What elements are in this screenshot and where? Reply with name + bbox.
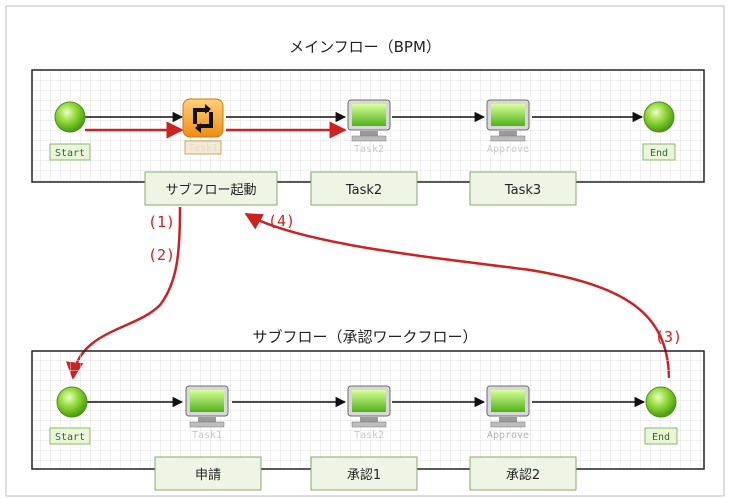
- main-end-label-bg: [642, 143, 676, 161]
- sub-approve-label: Approve: [487, 430, 529, 441]
- sub-start-node[interactable]: Start: [49, 386, 91, 445]
- end-icon: [645, 386, 677, 418]
- annotation-step3: (3): [655, 328, 682, 346]
- call-subflow-arrow: [65, 206, 182, 380]
- main-start-label: Start: [55, 148, 85, 159]
- main-box-subflow-launch[interactable]: サブフロー起動: [144, 171, 278, 206]
- sub-approve-node[interactable]: Approve: [486, 385, 530, 441]
- sub-box-bg: [469, 456, 577, 491]
- main-box-bg: [310, 171, 418, 206]
- main-start-label-bg: [49, 143, 91, 161]
- main-box-label: Task2: [345, 183, 382, 198]
- main-task1-label: Task1: [188, 143, 218, 154]
- annotation-step2: (2): [148, 246, 175, 264]
- sub-box-request[interactable]: 申請: [154, 456, 262, 491]
- main-box-task2[interactable]: Task2: [310, 171, 418, 206]
- sub-task2-node[interactable]: Task2: [347, 385, 391, 441]
- main-task2-node[interactable]: Task2: [347, 99, 391, 155]
- main-end-node[interactable]: End: [642, 101, 676, 161]
- sub-box-label: 承認2: [506, 467, 540, 483]
- sub-task1-node[interactable]: Task1: [185, 385, 229, 441]
- main-approve-node[interactable]: Approve: [486, 99, 530, 155]
- subflow-task-icon: [182, 98, 224, 138]
- main-box-task3[interactable]: Task3: [469, 171, 577, 206]
- main-flow-title: メインフロー（BPM）: [289, 38, 441, 56]
- sub-start-label: Start: [55, 432, 85, 443]
- sub-end-node[interactable]: End: [644, 386, 678, 445]
- sub-flow-title: サブフロー（承認ワークフロー）: [252, 328, 477, 346]
- sub-box-bg: [310, 456, 418, 491]
- sub-end-label: End: [652, 432, 670, 443]
- main-task1-label-bg: [184, 140, 222, 155]
- sub-end-label-bg: [644, 427, 678, 445]
- main-start-node[interactable]: Start: [49, 101, 91, 161]
- return-subflow-arrow: [244, 212, 671, 379]
- main-task1-node[interactable]: Task1: [182, 98, 224, 155]
- start-icon: [56, 386, 88, 418]
- sub-box-label: 承認1: [347, 467, 381, 483]
- start-icon: [54, 101, 86, 133]
- annotation-step1: (1): [148, 213, 175, 231]
- sub-task2-label: Task2: [354, 430, 384, 441]
- main-box-label: サブフロー起動: [165, 182, 256, 198]
- sub-box-approve1[interactable]: 承認1: [310, 456, 418, 491]
- main-box-label: Task3: [504, 183, 541, 198]
- sub-box-label: 申請: [195, 468, 221, 483]
- main-box-bg: [469, 171, 577, 206]
- sub-box-bg: [154, 456, 262, 491]
- end-icon: [643, 101, 675, 133]
- main-box-bg: [144, 171, 278, 206]
- sub-task1-label: Task1: [192, 430, 222, 441]
- main-approve-label: Approve: [487, 144, 529, 155]
- main-task2-label: Task2: [354, 144, 384, 155]
- sub-box-approve2[interactable]: 承認2: [469, 456, 577, 491]
- sub-start-label-bg: [49, 427, 91, 445]
- annotation-step4: (4): [268, 212, 295, 230]
- main-end-label: End: [650, 148, 668, 159]
